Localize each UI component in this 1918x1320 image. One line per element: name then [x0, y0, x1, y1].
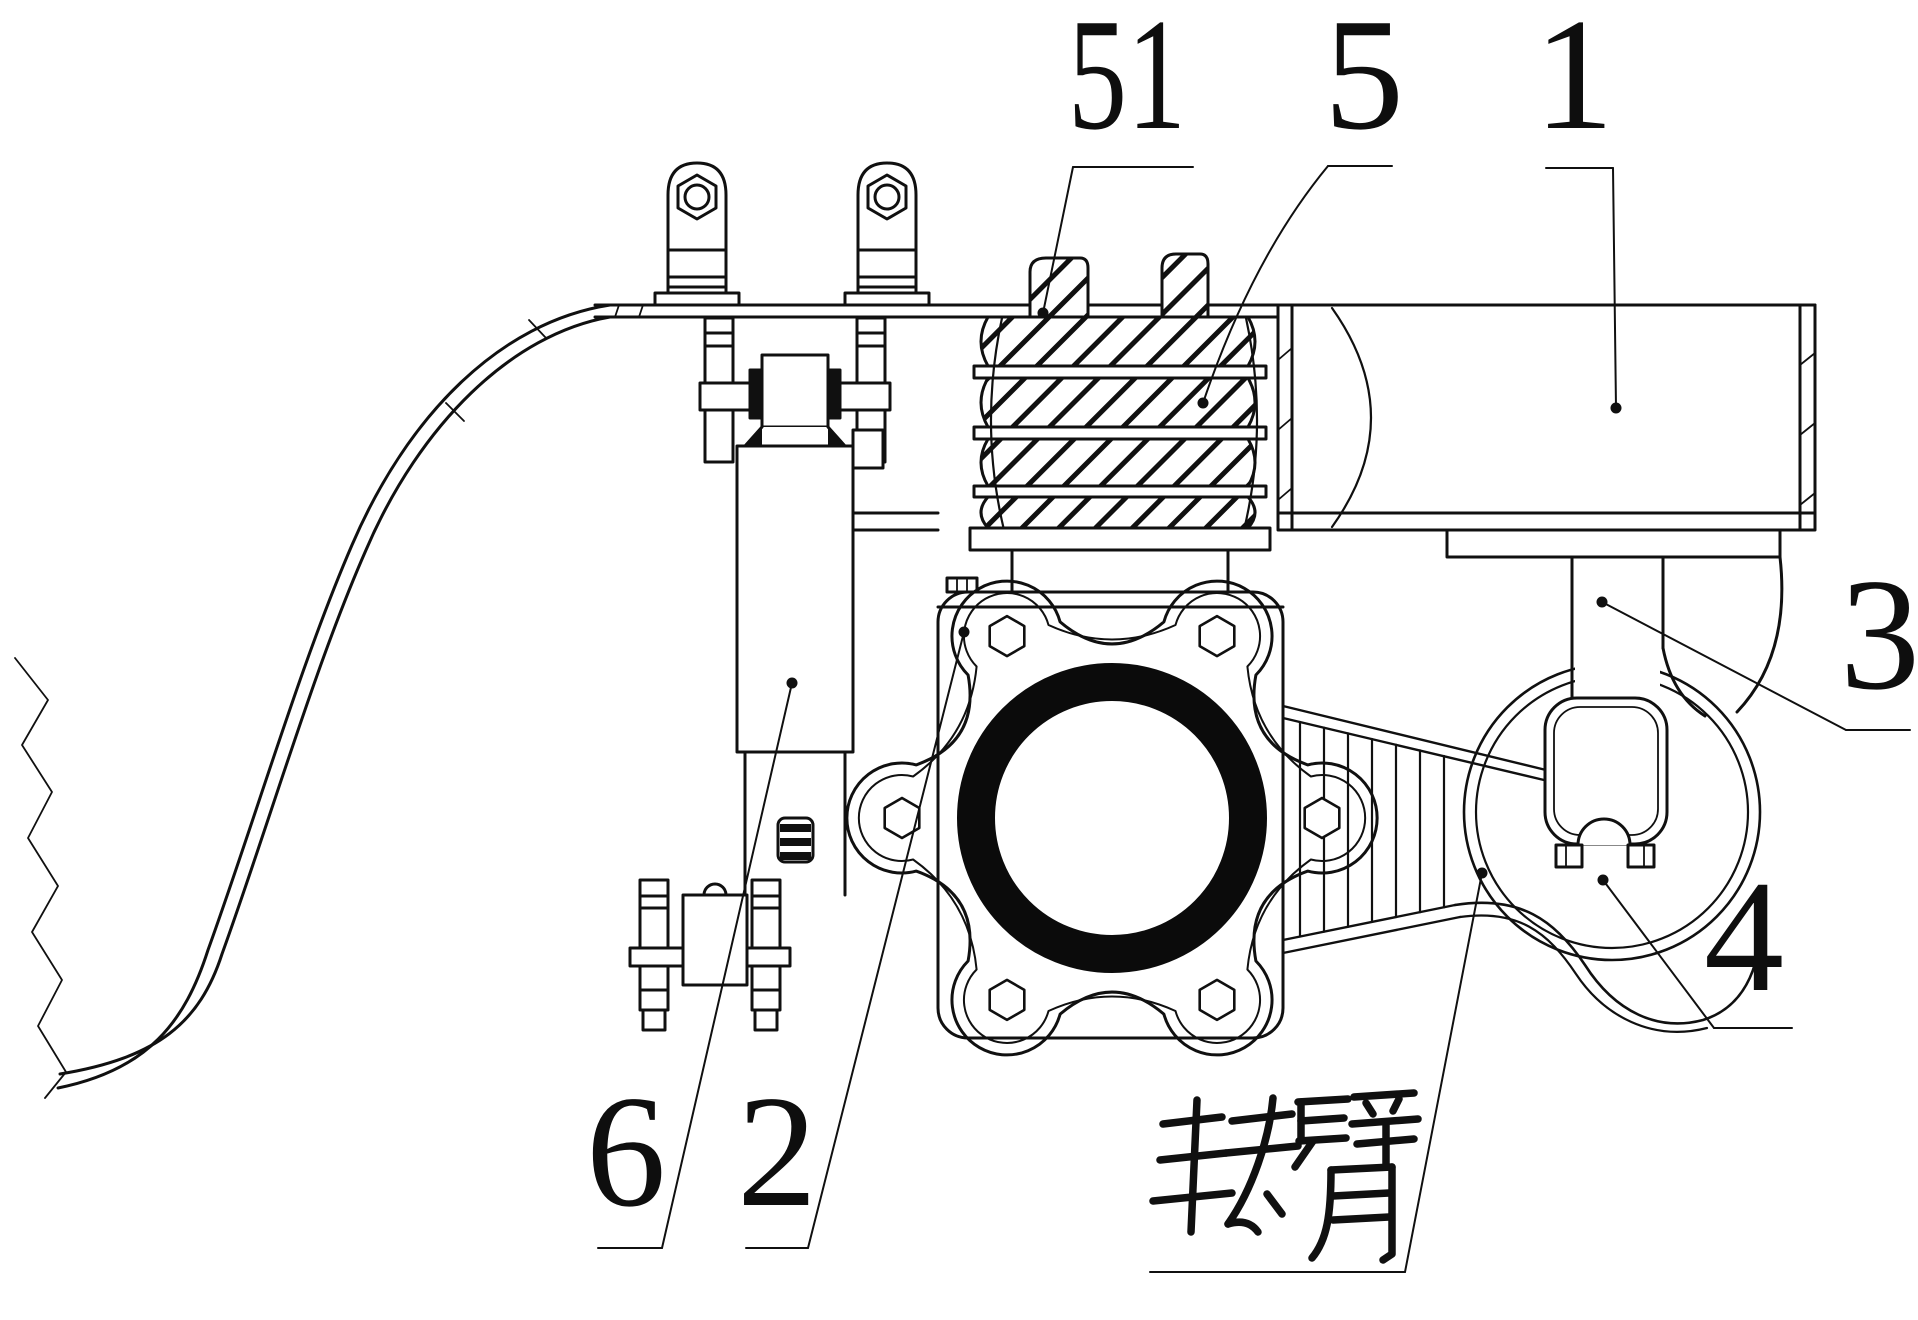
hex-bolt-icon — [988, 978, 1026, 1022]
frame-rail — [14, 303, 612, 1099]
label-2: 2 — [737, 1062, 817, 1240]
label-3: 3 — [1840, 545, 1918, 723]
shock-bottom-mount — [628, 878, 792, 1032]
label-6: 6 — [586, 1062, 666, 1240]
leader-6 — [661, 682, 793, 1249]
hex-bolt-icon — [988, 614, 1026, 658]
caption-strokes — [1149, 1089, 1422, 1264]
arm-side-block — [851, 428, 885, 470]
shock-rod — [743, 750, 847, 897]
leader-4 — [1602, 879, 1715, 1029]
hex-bolt-icon — [1198, 614, 1236, 658]
upper-pad-right — [1160, 252, 1210, 319]
leader-51 — [1042, 166, 1074, 314]
air-spring — [968, 252, 1272, 594]
clevis-lug-left — [653, 161, 741, 307]
shock-absorber — [628, 316, 892, 1032]
hex-bolt-icon — [1198, 978, 1236, 1022]
leader-zhuanbi — [1404, 872, 1483, 1273]
hex-bolt-icon — [883, 796, 921, 840]
leader-1 — [1612, 167, 1617, 409]
flange-bore-ring — [957, 663, 1267, 973]
hex-bolt-icon — [1303, 796, 1341, 840]
clevis-lug-right — [843, 161, 931, 307]
leader-dot-5 — [1197, 397, 1209, 409]
label-5: 5 — [1324, 0, 1404, 163]
core-notch — [1576, 817, 1632, 847]
core-foot-right — [1626, 843, 1656, 869]
label-1: 1 — [1534, 0, 1614, 163]
core-foot-left — [1554, 843, 1584, 869]
leader-dot-2 — [958, 626, 970, 638]
swing-arm — [1281, 704, 1762, 1033]
break-line — [14, 657, 67, 1099]
axle-beam — [1276, 303, 1817, 532]
leader-5 — [1202, 165, 1329, 404]
bellows-bands — [979, 315, 1257, 530]
bushing-bracket — [1445, 528, 1784, 869]
flange-face — [845, 579, 1379, 1057]
leader-dot-4 — [1597, 874, 1609, 886]
flange-bolts — [883, 614, 1341, 1022]
leader-dot-3 — [1596, 596, 1608, 608]
upper-pad-left — [1028, 256, 1090, 319]
leader-3 — [1601, 601, 1847, 731]
label-51: 51 — [1068, 0, 1186, 163]
leader-2 — [807, 631, 965, 1249]
leader-dot-zhuanbi — [1476, 867, 1488, 879]
leader-dot-6 — [786, 677, 798, 689]
shock-cylinder — [735, 444, 855, 754]
bellows-bottom-plate — [968, 526, 1272, 552]
bracket-top-bar — [1445, 528, 1782, 559]
leader-dot-1 — [1610, 402, 1622, 414]
leader-dot-51 — [1037, 307, 1049, 319]
label-4: 4 — [1704, 847, 1784, 1025]
